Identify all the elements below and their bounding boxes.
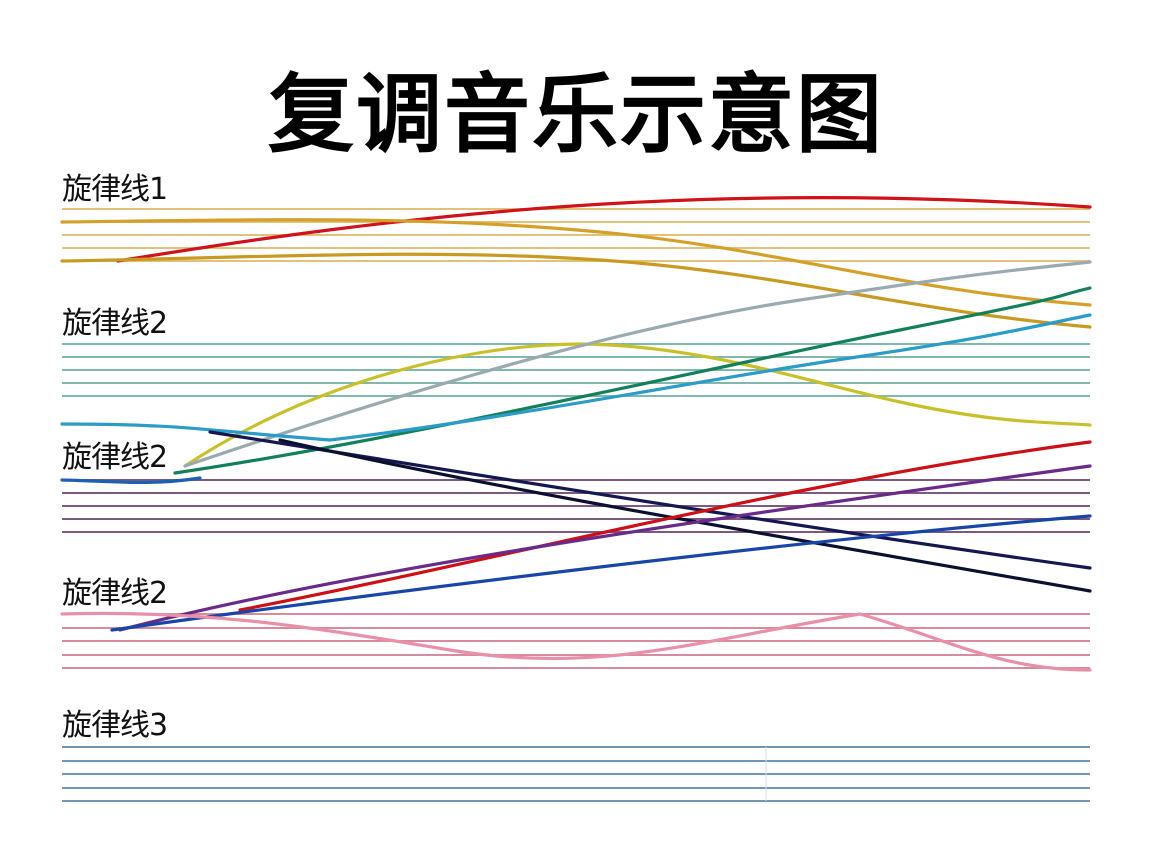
melody-line-gold-1 <box>60 218 1092 307</box>
staff-label-1: 旋律线1 <box>62 172 168 207</box>
melody-line-pink <box>60 611 1092 672</box>
melody-line-teal-green <box>173 286 1092 475</box>
staff-label-5: 旋律线3 <box>62 708 168 743</box>
staff-label-4: 旋律线2 <box>62 576 168 611</box>
melody-line-blue-mid <box>110 514 1092 632</box>
melody-line-blue-low <box>60 476 202 485</box>
melody-line-red-mid <box>238 440 1092 612</box>
melody-line-yellow <box>183 342 1092 468</box>
staff-label-2: 旋律线2 <box>62 306 168 341</box>
staff-label-3: 旋律线2 <box>62 440 168 475</box>
melody-line-purple <box>118 464 1092 632</box>
melody-line-cyan-blue <box>60 313 1092 442</box>
melody-line-navy-2 <box>278 438 1092 593</box>
staff-lines <box>62 208 1090 802</box>
melody-line-gray <box>183 260 1092 468</box>
melody-line-red-top <box>116 195 1092 263</box>
diagram-title: 复调音乐示意图 <box>268 65 884 165</box>
melody-line-gold-2 <box>60 252 1092 329</box>
melody-lines <box>60 195 1092 672</box>
